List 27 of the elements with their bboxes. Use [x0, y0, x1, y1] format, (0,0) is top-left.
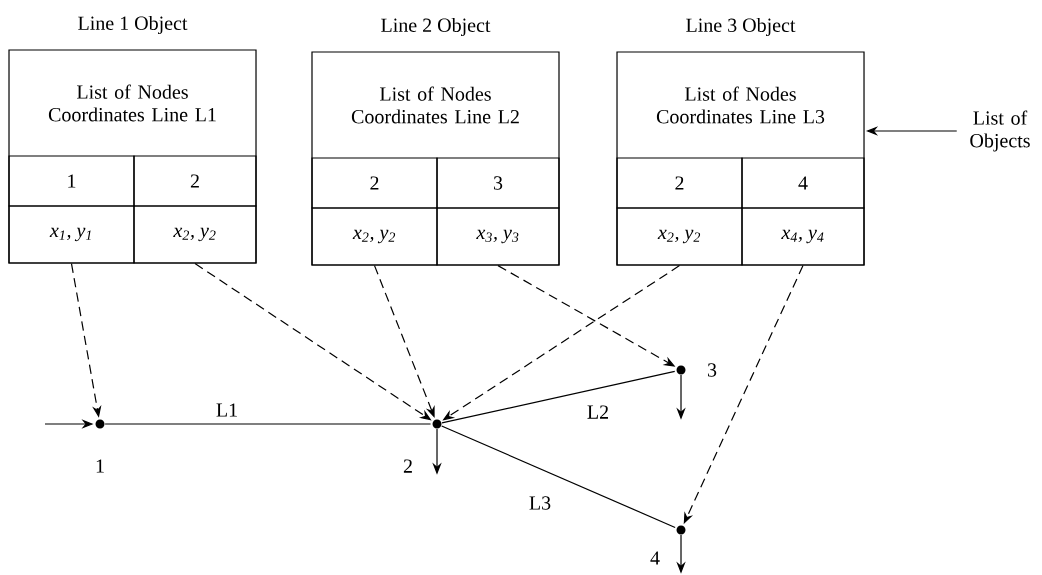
- point-number: 1: [96, 459, 104, 473]
- table-cell: x$_{3}$, y$_{3}$: [436, 207, 560, 266]
- edge-label: L2: [585, 404, 611, 420]
- table-cell: 3: [436, 157, 560, 209]
- table-cell: 2: [616, 157, 743, 209]
- table-cell: 2: [311, 157, 438, 209]
- line-segment: [441, 425, 676, 529]
- note-text: List of Objects: [970, 110, 1030, 152]
- table-cell: x$_{2}$, y$_{2}$: [133, 205, 257, 264]
- table-cell: x$_{4}$, y$_{4}$: [741, 207, 865, 266]
- dashed-arrow: [373, 265, 435, 418]
- point-number: 2: [403, 459, 412, 473]
- point-number: 4: [650, 551, 660, 565]
- table-cell: x$_{1}$, y$_{1}$: [8, 205, 135, 264]
- table-cell: 4: [741, 157, 865, 209]
- edge-label: L3: [527, 494, 553, 512]
- table-cell: 2: [133, 155, 257, 207]
- table-cell: 1: [8, 155, 135, 207]
- node-label: Line 1 Object: [78, 15, 188, 35]
- node-label: Line 3 Object: [686, 17, 796, 37]
- edge-label: L1: [214, 402, 240, 418]
- line-segment: [441, 370, 676, 424]
- table-cell: x$_{2}$, y$_{2}$: [311, 207, 438, 266]
- node-label: Line 2 Object: [381, 17, 491, 37]
- line-segment: [104, 423, 432, 425]
- table-cell: x$_{2}$, y$_{2}$: [616, 207, 743, 266]
- point-number: 3: [707, 363, 717, 377]
